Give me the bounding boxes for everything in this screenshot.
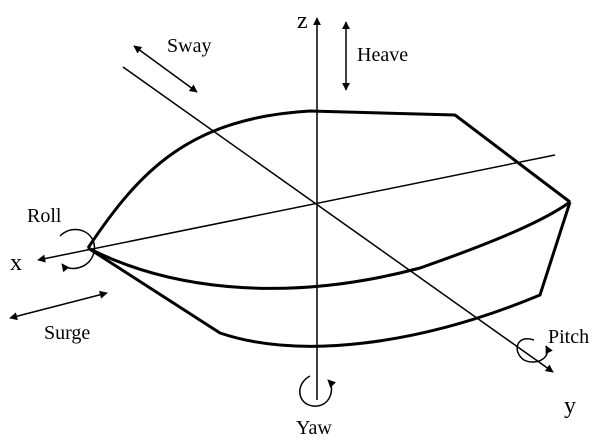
- ship-hull: [86, 109, 572, 348]
- yaw-arrow: [299, 375, 336, 407]
- rotation-arrows: [59, 228, 553, 407]
- y-axis: [122, 66, 554, 373]
- pitch-arrow: [516, 338, 553, 363]
- hull-keel: [87, 201, 572, 348]
- x-axis-label: x: [10, 250, 22, 276]
- sway-label: Sway: [167, 35, 211, 57]
- hull-deck-edge: [86, 109, 571, 249]
- axes: [37, 17, 556, 400]
- roll-label: Roll: [27, 205, 62, 227]
- y-axis-label: y: [564, 393, 576, 419]
- surge-label: Surge: [44, 322, 90, 344]
- x-axis: [37, 154, 556, 263]
- yaw-label: Yaw: [296, 417, 332, 439]
- surge-arrow: [9, 290, 108, 321]
- hull-waterline: [87, 200, 571, 290]
- roll-arrow: [59, 228, 96, 273]
- pitch-label: Pitch: [548, 326, 589, 348]
- z-axis-label: z: [297, 8, 308, 34]
- translation-arrows: [9, 21, 350, 321]
- sway-arrow: [133, 45, 198, 93]
- heave-label: Heave: [357, 44, 408, 66]
